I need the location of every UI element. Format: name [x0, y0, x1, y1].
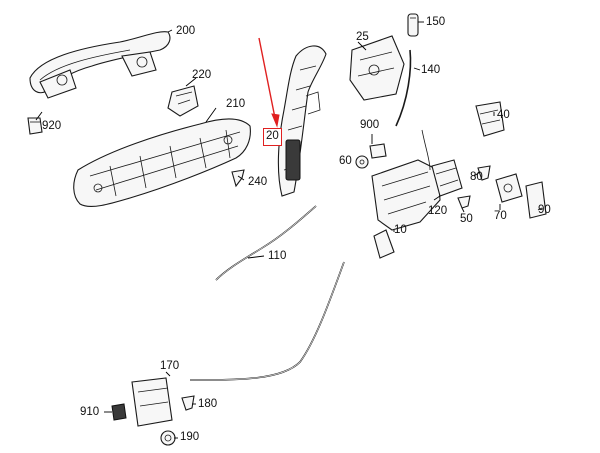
- label-220: 220: [192, 69, 212, 81]
- part-920-cap[interactable]: [27, 117, 43, 135]
- part-910-actuator[interactable]: [111, 377, 173, 427]
- part-10-lock[interactable]: [371, 129, 441, 259]
- part-70-striker[interactable]: [495, 173, 523, 203]
- label-910: 910: [80, 406, 100, 418]
- part-25-cover[interactable]: [349, 35, 405, 101]
- part-20-inner-handle[interactable]: [277, 45, 327, 197]
- label-60: 60: [339, 155, 352, 167]
- label-190: 190: [180, 431, 200, 443]
- part-240-screw[interactable]: [231, 169, 245, 188]
- part-80-screw[interactable]: [477, 165, 491, 181]
- part-40-module[interactable]: [475, 101, 505, 137]
- part-120-bracket[interactable]: [431, 159, 463, 197]
- label-140: 140: [421, 64, 441, 76]
- label-170: 170: [160, 360, 180, 372]
- part-200-outer-handle[interactable]: [29, 31, 171, 99]
- label-120: 120: [428, 205, 448, 217]
- part-110-cable[interactable]: [215, 205, 317, 281]
- label-80: 80: [470, 171, 483, 183]
- label-920: 920: [42, 120, 62, 132]
- label-40: 40: [497, 109, 510, 121]
- label-25: 25: [356, 31, 369, 43]
- label-150: 150: [426, 16, 446, 28]
- label-210: 210: [226, 98, 246, 110]
- label-900: 900: [360, 119, 380, 131]
- label-70: 70: [494, 210, 507, 222]
- part-180-screw[interactable]: [181, 395, 195, 411]
- part-50-screw[interactable]: [457, 195, 471, 209]
- part-60-washer[interactable]: [355, 155, 369, 169]
- leader-lines: [35, 21, 543, 439]
- part-190-grommet[interactable]: [160, 430, 176, 446]
- label-110: 110: [268, 250, 287, 262]
- label-180: 180: [198, 398, 218, 410]
- label-10: 10: [394, 224, 407, 236]
- label-20-highlighted: 20: [263, 128, 282, 146]
- part-170-cable[interactable]: [189, 261, 345, 381]
- label-200: 200: [176, 25, 196, 37]
- highlight-arrow: [258, 37, 280, 128]
- part-220-clip[interactable]: [167, 85, 199, 117]
- label-240: 240: [248, 176, 268, 188]
- label-50: 50: [460, 213, 473, 225]
- part-150-clip[interactable]: [407, 13, 419, 37]
- label-90: 90: [538, 204, 551, 216]
- part-140-rod[interactable]: [395, 49, 412, 127]
- part-210-carrier[interactable]: [73, 118, 251, 207]
- part-900[interactable]: [369, 143, 387, 159]
